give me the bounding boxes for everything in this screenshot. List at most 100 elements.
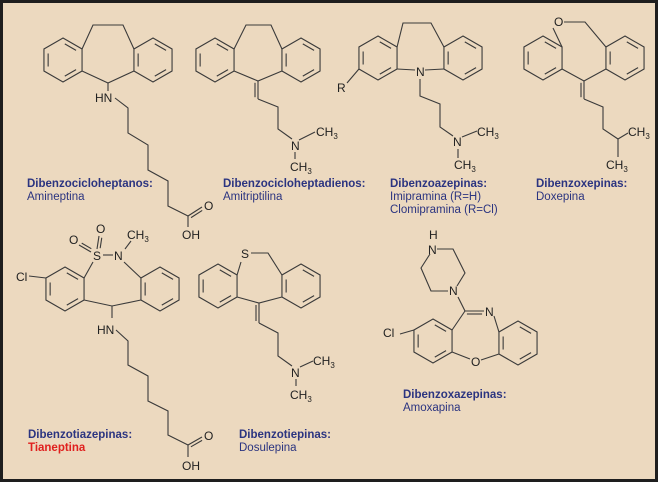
benzene-ring [443,35,483,81]
atom-cl: Cl [16,270,27,284]
class-label: Dibenzoxepinas: [536,178,627,190]
atom-ch3: CH3 [313,354,335,370]
aromatic-bond [519,352,532,360]
benzene-ring [43,37,83,83]
bond [493,315,500,333]
bond [397,68,416,71]
bond [617,132,629,140]
drug-name: Amineptina [27,191,85,203]
aromatic-bond [379,41,392,49]
bond [451,351,471,360]
bond [457,296,466,312]
benzene-ring [281,37,321,83]
bond [299,360,314,368]
bond [81,70,135,84]
bond [396,22,445,48]
double-bond [99,237,103,249]
atom-n: N [291,139,300,153]
bond-layer [28,21,645,457]
atom-ch3: CH3 [127,228,149,244]
double-bond [187,436,203,446]
aromatic-bond [544,67,557,75]
atom-o: O [204,199,213,213]
benzene-ring [198,263,238,309]
bond [123,261,142,279]
bond [552,27,563,48]
atom-o: O [96,222,105,236]
aromatic-bond [302,295,315,303]
atom-n: N [449,284,458,298]
drug-name: Amoxapina [403,402,461,414]
aromatic-bond [544,41,557,49]
structures-canvas: HN O OH Dibenzocicloheptanos: Amineptina… [16,15,650,473]
structure-amitriptilina: N CH3 CH3 Dibenzocicloheptadienos: Amitr… [223,125,366,203]
aromatic-bond [302,43,315,51]
aromatic-bond [464,67,477,75]
alkyl-chain [115,329,189,446]
class-label: Dibenzoazepinas: [390,178,487,190]
benzene-ring [133,37,173,83]
bond [233,70,283,82]
aromatic-bond [519,326,532,334]
aromatic-bond [626,41,639,49]
piperazine-ring [420,253,448,292]
aromatic-bond [66,298,79,306]
class-label: Dibenzocicloheptadienos: [223,178,366,190]
aromatic-bond [64,43,77,51]
aromatic-bond [64,69,77,77]
bond [480,353,500,361]
structure-doxepina: O CH3 CH3 Dibenzoxepinas: Doxepina [536,15,650,203]
bond [399,329,415,335]
atom-oh: OH [182,459,200,473]
bond [424,68,444,71]
atom-n: N [485,305,494,319]
class-label: Dibenzoxazepinas: [403,389,507,401]
bond [28,275,47,279]
bond [251,252,283,276]
aromatic-bond [154,69,167,77]
structure-imipramina: N R N CH3 CH3 Dibenzoazepinas: Imipramin… [337,65,499,216]
bond [346,68,360,84]
bond [298,131,316,141]
alkyl-chain [257,98,293,140]
bond [83,299,142,307]
drug-name: Imipramina (R=H) [390,191,481,203]
piperazine-ring [437,248,466,287]
aromatic-bond [434,324,447,332]
aromatic-bond [219,269,232,277]
aromatic-bond [302,269,315,277]
atom-ch3: CH3 [454,158,476,174]
double-bond [190,209,203,219]
atom-n: N [453,135,462,149]
atom-hn: HN [97,323,114,337]
aromatic-bond [379,67,392,75]
atom-s: S [241,247,249,261]
bond [83,261,94,279]
drug-name: Dosulepina [239,442,297,454]
aromatic-bond [154,43,167,51]
structure-tianeptina: S N CH3 O O Cl HN O OH Dibenzotiazepinas… [16,222,213,473]
aromatic-bond [216,43,229,51]
atom-ch3: CH3 [316,125,338,141]
atom-n: N [416,65,425,79]
bond [81,24,135,50]
aromatic-bond [626,67,639,75]
structure-amoxapina: H N N N O Cl Dibenzoxazepinas: Amoxapina [383,228,507,414]
atom-n: N [114,249,123,263]
bond [124,240,132,250]
benzene-ring [195,37,235,83]
atom-n: N [291,366,300,380]
aromatic-bond [219,295,232,303]
atom-ch3: CH3 [606,158,628,174]
double-bond [96,235,100,250]
double-bond [190,439,203,448]
class-label: Dibenzotiazepinas: [28,429,132,441]
aromatic-bond [161,298,174,306]
class-label: Dibenzocicloheptanos: [27,178,153,190]
drug-name: Doxepina [536,191,585,203]
structure-dosulepina: S N CH3 CH3 Dibenzotiepinas: Dosulepina [239,247,335,454]
bond [461,130,478,138]
double-bond [81,242,92,250]
drug-name: Amitriptilina [223,191,283,203]
atom-h: H [429,228,438,242]
